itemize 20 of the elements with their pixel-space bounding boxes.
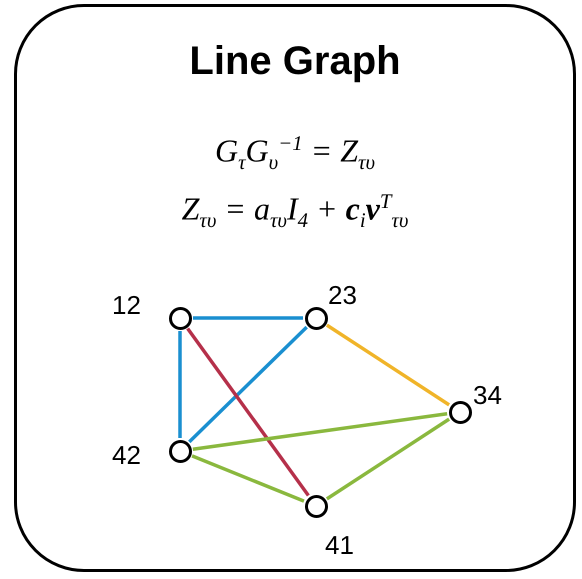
graph-edge bbox=[326, 418, 450, 500]
graph-vertex bbox=[304, 306, 328, 330]
graph-vertex bbox=[304, 494, 328, 518]
graph-edge bbox=[193, 316, 303, 320]
vertex-label: 41 bbox=[325, 530, 354, 561]
vertex-label: 23 bbox=[328, 280, 357, 311]
graph-edge bbox=[326, 324, 450, 406]
graph-vertex bbox=[168, 306, 192, 330]
graph-edge bbox=[188, 326, 308, 444]
equation: G$_{τ}$G$_{υ}$$^{−1}$ = Z$_{τυ}$ bbox=[214, 132, 376, 176]
graph-vertex bbox=[448, 400, 472, 424]
graph-vertex bbox=[168, 440, 192, 462]
rounded-panel bbox=[14, 4, 576, 572]
graph-edge bbox=[191, 454, 305, 503]
panel-title: Line Graph bbox=[188, 39, 402, 84]
graph-edge bbox=[192, 412, 448, 451]
graph-edge bbox=[178, 331, 182, 438]
vertex-label: 12 bbox=[112, 290, 141, 321]
vertex-label: 42 bbox=[112, 440, 141, 471]
vertex-label: 34 bbox=[473, 380, 502, 411]
